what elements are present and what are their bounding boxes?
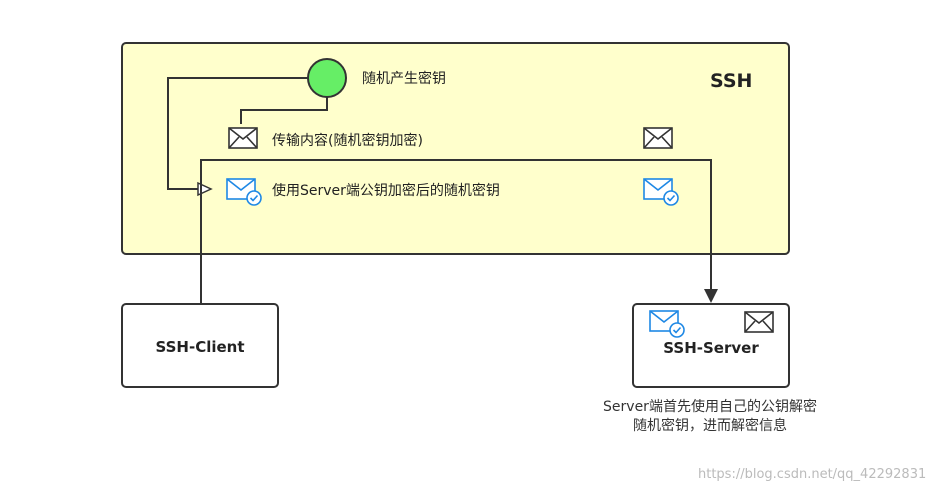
start-event-circle xyxy=(307,58,347,98)
key-to-client-line xyxy=(167,77,309,190)
ssh-client-box: SSH-Client xyxy=(121,303,279,388)
ssh-client-label: SSH-Client xyxy=(155,338,245,356)
envelope-icon xyxy=(744,311,774,333)
ssh-region-title: SSH xyxy=(710,70,753,92)
key-to-content-line xyxy=(240,92,328,124)
watermark: https://blog.csdn.net/qq_42292831 xyxy=(698,467,927,482)
step-generate-key-label: 随机产生密钥 xyxy=(362,71,446,87)
encrypted-envelope-icon xyxy=(649,310,685,338)
arrow-icon xyxy=(704,289,718,303)
ssh-server-box: SSH-Server xyxy=(632,303,790,388)
step-encrypted-key-label: 使用Server端公钥加密后的随机密钥 xyxy=(272,183,500,199)
arrow-icon xyxy=(197,181,213,197)
envelope-icon xyxy=(643,127,673,149)
envelope-icon xyxy=(228,127,258,149)
server-note: Server端首先使用自己的公钥解密随机密钥，进而解密信息 xyxy=(603,399,817,434)
client-to-server-line xyxy=(200,159,712,303)
ssh-server-label: SSH-Server xyxy=(663,339,759,357)
encrypted-envelope-icon xyxy=(226,178,262,206)
encrypted-envelope-icon xyxy=(643,178,679,206)
step-transfer-content-label: 传输内容(随机密钥加密) xyxy=(272,133,423,149)
